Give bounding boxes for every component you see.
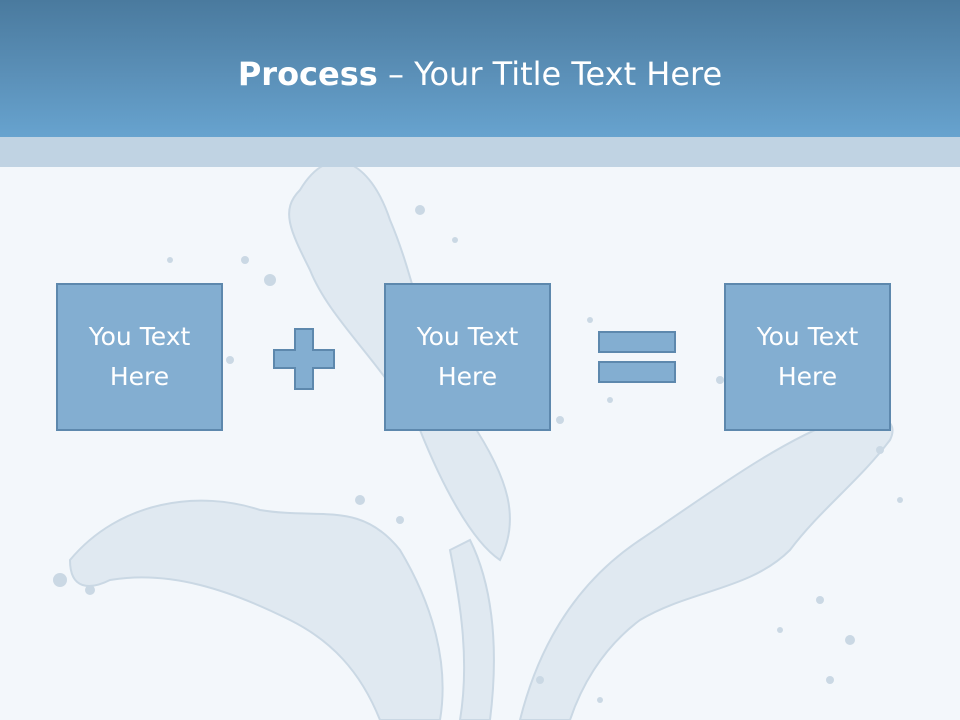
process-box-2: You Text Here (384, 283, 551, 431)
title-rest: – Your Title Text Here (377, 55, 723, 93)
slide-title: Process – Your Title Text Here (0, 54, 960, 94)
process-box-3: You Text Here (724, 283, 891, 431)
process-box-1: You Text Here (56, 283, 223, 431)
process-box-1-text: You Text Here (88, 322, 191, 391)
process-box-2-text: You Text Here (416, 322, 519, 391)
plus-icon (273, 328, 335, 390)
process-box-3-text: You Text Here (756, 322, 859, 391)
header-band (0, 137, 960, 167)
title-bar: Process – Your Title Text Here (0, 0, 960, 137)
title-strong: Process (237, 55, 378, 93)
equals-icon (598, 331, 676, 383)
